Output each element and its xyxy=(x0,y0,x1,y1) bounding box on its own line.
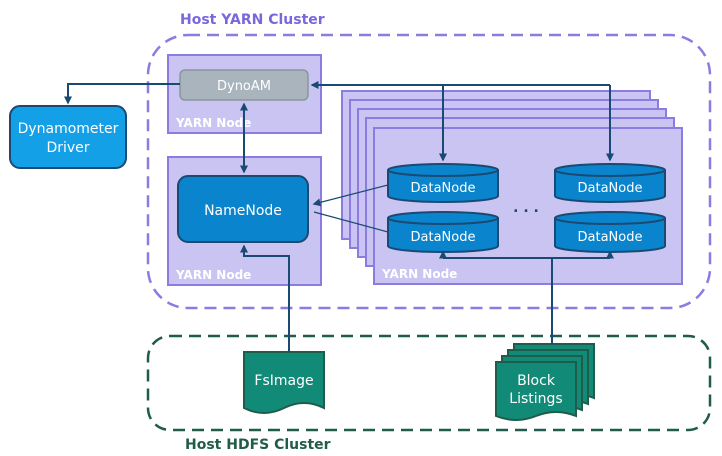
datanode-bottom-right: DataNode xyxy=(554,211,666,253)
datanode-label: DataNode xyxy=(578,230,643,245)
datanode-bottom-left: DataNode xyxy=(387,211,499,253)
hdfs-cluster: Host HDFS Cluster xyxy=(146,334,712,453)
datanode-top-right: DataNode xyxy=(554,163,666,203)
link-namenode-datanode-bottom xyxy=(313,211,389,233)
yarn-node-nn-label: YARN Node xyxy=(175,268,251,282)
driver-line1: Dynamometer xyxy=(18,121,119,137)
block-listings-doc: Block Listings xyxy=(495,343,595,421)
fsimage-doc: FsImage xyxy=(243,351,325,414)
dynoam-label: DynoAM xyxy=(217,79,271,94)
yarn-node-dn-label: YARN Node xyxy=(381,267,457,281)
link-namenode-datanode-top xyxy=(312,184,389,207)
connectors xyxy=(64,81,614,352)
yarn-cluster-title: Host YARN Cluster xyxy=(180,12,325,28)
dynamometer-driver: Dynamometer Driver xyxy=(9,105,127,169)
datanode-top-left: DataNode xyxy=(387,163,499,203)
yarn-node-am-label: YARN Node xyxy=(175,116,251,130)
namenode-label: NameNode xyxy=(204,203,282,219)
dynoam-box: DynoAM xyxy=(179,69,309,101)
block-listings-line2: Listings xyxy=(509,391,562,407)
driver-line2: Driver xyxy=(46,140,89,156)
arrow-fsimage-namenode xyxy=(240,244,290,352)
fsimage-label: FsImage xyxy=(254,373,313,389)
datanode-label: DataNode xyxy=(578,181,643,196)
datanode-label: DataNode xyxy=(411,181,476,196)
block-listings-line1: Block xyxy=(517,373,556,389)
ellipsis: . . . xyxy=(513,200,539,216)
namenode-box: NameNode xyxy=(177,175,309,243)
hdfs-cluster-title: Host HDFS Cluster xyxy=(185,437,331,453)
arrow-dynoam-driver xyxy=(64,83,180,105)
datanode-label: DataNode xyxy=(411,230,476,245)
yarn-cluster: Host YARN Cluster xyxy=(146,12,712,310)
